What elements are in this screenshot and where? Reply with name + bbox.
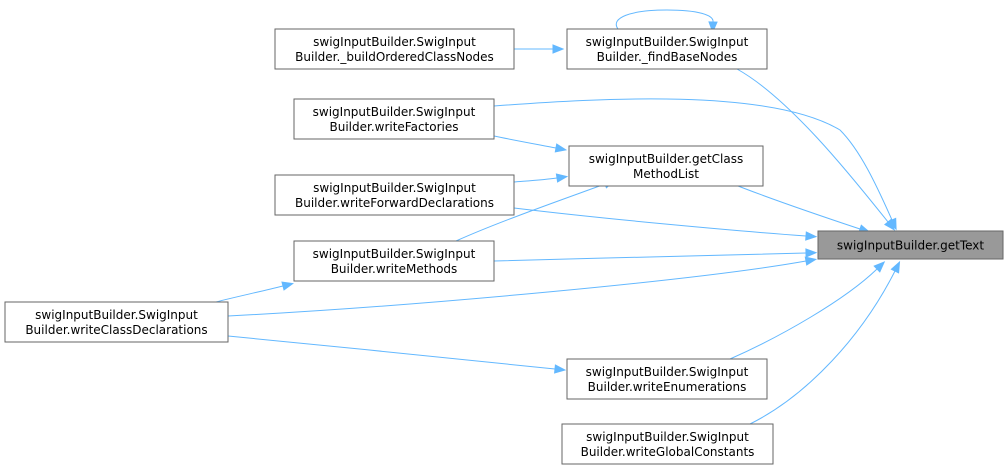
edge-writeClassDeclarations-to-getText (227, 256, 818, 317)
edge-line (729, 268, 878, 360)
edge-buildOrderedClassNodes-to-findBaseNodes (514, 44, 565, 54)
edge-line (493, 252, 807, 262)
node-box (293, 240, 495, 282)
node-writeGlobalConstants[interactable]: swigInputBuilder.SwigInputBuilder.writeG… (561, 423, 774, 465)
node-label-line: swigInputBuilder.SwigInput (586, 365, 749, 379)
edge-arrowhead (805, 231, 818, 241)
edge-line (513, 207, 807, 237)
edge-arrowhead (890, 260, 901, 274)
edge-line (493, 98, 893, 221)
edge-writeGlobalConstants-to-getText (749, 260, 901, 425)
node-box (274, 28, 515, 70)
node-getText[interactable]: swigInputBuilder.getText (817, 230, 1004, 260)
edge-arrowhead (804, 256, 818, 266)
edge-writeFactories-to-getText (493, 98, 897, 231)
edge-writeForwardDeclarations-to-getText (513, 207, 818, 241)
edge-arrowhead (887, 217, 897, 231)
edge-arrowhead (873, 261, 886, 273)
node-writeEnumerations[interactable]: swigInputBuilder.SwigInputBuilder.writeE… (566, 358, 768, 400)
edge-arrowhead (554, 143, 568, 153)
edge-writeClassDeclarations-to-writeEnumerations (227, 335, 567, 374)
node-label-line: swigInputBuilder.SwigInput (313, 181, 476, 195)
node-box (561, 423, 774, 465)
node-writeMethods[interactable]: swigInputBuilder.SwigInputBuilder.writeM… (293, 240, 495, 282)
node-label-line: Builder.writeMethods (331, 262, 458, 276)
edge-line (493, 135, 557, 149)
node-label-line: MethodList (633, 167, 699, 181)
edge-arrowhead (552, 44, 565, 54)
edge-arrowhead (805, 248, 818, 258)
node-label-line: Builder.writeEnumerations (588, 380, 747, 394)
node-label-line: swigInputBuilder.SwigInput (313, 105, 476, 119)
edge-line (736, 68, 889, 223)
node-label-line: Builder._buildOrderedClassNodes (295, 50, 494, 64)
edges-layer (215, 9, 901, 425)
node-writeForwardDeclarations[interactable]: swigInputBuilder.SwigInputBuilder.writeF… (274, 174, 515, 216)
edge-arrowhead (281, 281, 294, 291)
edge-arrowhead (554, 364, 567, 374)
node-label-line: swigInputBuilder.SwigInput (313, 35, 476, 49)
node-label-line: swigInputBuilder.getText (837, 239, 985, 253)
node-box (274, 174, 515, 216)
edge-arrowhead (708, 21, 718, 34)
edge-line (455, 183, 606, 242)
node-buildOrderedClassNodes[interactable]: swigInputBuilder.SwigInputBuilder._build… (274, 28, 515, 70)
edge-writeForwardDeclarations-to-getClassMethodList (513, 173, 569, 183)
nodes-layer: swigInputBuilder.getText swigInputBuilder… (4, 28, 1004, 465)
node-box (566, 28, 768, 70)
edge-line (727, 181, 861, 230)
node-label-line: swigInputBuilder.SwigInput (313, 247, 476, 261)
edge-line (513, 177, 558, 183)
node-label-line: swigInputBuilder.SwigInput (586, 430, 749, 444)
edge-line (749, 270, 896, 425)
edge-line (215, 285, 284, 303)
node-box (293, 98, 495, 140)
node-label-line: swigInputBuilder.getClass (589, 152, 744, 166)
node-label-line: swigInputBuilder.SwigInput (35, 308, 198, 322)
edge-getClassMethodList-to-getText (727, 181, 871, 234)
node-label-line: Builder.writeFactories (329, 120, 458, 134)
edge-writeClassDeclarations-to-writeMethods (215, 281, 294, 303)
node-box (4, 301, 229, 343)
edge-writeMethods-to-getText (493, 248, 818, 262)
node-label-line: Builder.writeForwardDeclarations (295, 196, 494, 210)
node-box (566, 358, 768, 400)
node-label-line: Builder.writeClassDeclarations (25, 323, 207, 337)
node-label-line: Builder._findBaseNodes (597, 50, 738, 64)
edge-line (227, 260, 807, 317)
node-writeFactories[interactable]: swigInputBuilder.SwigInputBuilder.writeF… (293, 98, 495, 140)
edge-findBaseNodes-to-findBaseNodes (615, 9, 718, 34)
node-writeClassDeclarations[interactable]: swigInputBuilder.SwigInputBuilder.writeC… (4, 301, 229, 343)
node-label-line: Builder.writeGlobalConstants (581, 445, 755, 459)
node-box (817, 230, 1004, 260)
edge-arrowhead (555, 173, 569, 183)
edge-line (227, 335, 556, 370)
node-label-line: swigInputBuilder.SwigInput (586, 35, 749, 49)
edge-writeEnumerations-to-getText (729, 261, 886, 360)
edge-writeFactories-to-getClassMethodList (493, 135, 568, 153)
edge-line (615, 9, 714, 30)
node-box (568, 145, 764, 187)
node-findBaseNodes[interactable]: swigInputBuilder.SwigInputBuilder._findB… (566, 28, 768, 70)
